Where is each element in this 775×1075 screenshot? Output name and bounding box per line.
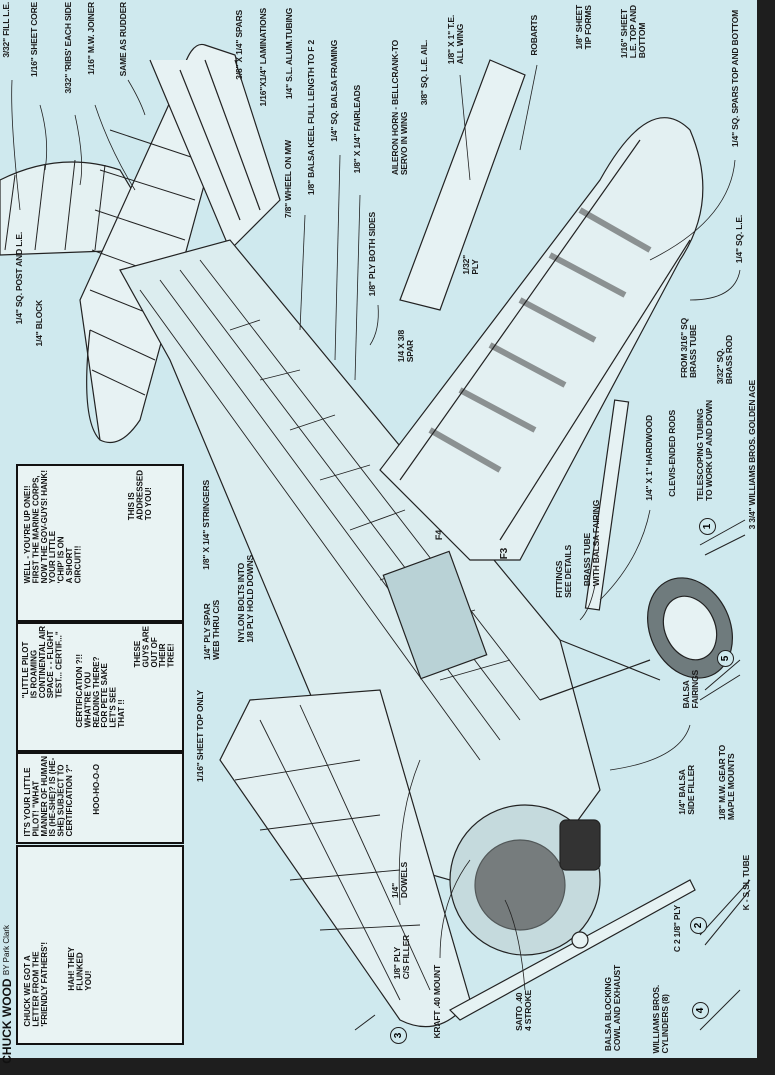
speech-bubble: "LITTLE PILOT IS ROAMING CONTINENTAL AIR…: [21, 626, 64, 699]
comic-panel-2: IT'S YOUR LITTLE PILOT! "WHAT MANNER OF …: [16, 752, 184, 844]
label-from-brass-tube: FROM 3/16" SQ BRASS TUBE: [679, 318, 698, 379]
label-clevis-rods: CLEVIS-ENDED RODS: [667, 410, 677, 497]
label-spars: 3/8" X 1/4" SPARS: [234, 10, 244, 80]
label-cs-filler: 1/8" PLY C/S FILLER: [392, 935, 411, 980]
label-spar-1-4x3-8: 1/4 X 3/8 SPAR: [396, 330, 415, 363]
label-balsa-fairings: BALSA FAIRINGS: [681, 670, 700, 709]
label-saito: SAITO .40 4 STROKE: [514, 990, 533, 1031]
label-laminations: 1/16"X1/4" LAMINATIONS: [258, 8, 268, 107]
detail-sketches: [354, 519, 751, 1031]
label-ply-1-32: 1/32" PLY: [461, 255, 480, 275]
detail-number-5: 5: [717, 650, 734, 667]
label-post-and-le: 1/4" SQ. POST AND L.E.: [14, 232, 24, 325]
label-block: 1/4" BLOCK: [34, 300, 44, 347]
comic-panel-4: WELL - YOU'RE UP ONE!! FIRST THE MARINE …: [16, 464, 184, 622]
propeller: [449, 879, 696, 1021]
label-ks-tube: K - S SL TUBE: [741, 855, 751, 911]
label-gear-maple: 1/8" M.W. GEAR TO MAPLE MOUNTS: [717, 745, 736, 821]
detail-number-4: 4: [692, 1002, 709, 1019]
comic-panel-1: CHUCK WE GOT A LETTER FROM THE 'FRIENDLY…: [16, 845, 184, 1045]
left-wing-drawing: [219, 689, 471, 1028]
label-te-all-wing: 1/8" X 1" T.E. ALL WING: [446, 15, 465, 65]
speech-bubble: THIS IS ADDRESSED TO YOU!: [127, 470, 153, 521]
label-sq-le-ail: 3/8" SQ. L.E. AIL.: [419, 40, 429, 106]
label-aileron-horn: AILERON HORN - BELLCRANK-TO SERVO IN WIN…: [390, 40, 409, 176]
stabilizer-drawing: [0, 43, 281, 444]
label-telescoping: TELESCOPING TUBING TO WORK UP AND DOWN: [695, 400, 714, 501]
label-fill-le: 3/32" FILL L.E.: [1, 2, 11, 58]
comic-byline: BY Park Clark: [2, 925, 11, 976]
speech-bubble: HOO-HO-O-O: [92, 764, 101, 815]
comic-title: CHUCK WOOD BY Park Clark: [0, 925, 14, 1064]
label-c2-ply: C 2 1/8" PLY: [672, 905, 682, 953]
label-williams-cylinders: WILLIAMS BROS. CYLINDERS (8): [651, 985, 670, 1054]
speech-bubble: THESE GUYS ARE OUT OF THEIR TREE!: [133, 626, 176, 668]
speech-bubble: CHUCK WE GOT A LETTER FROM THE 'FRIENDLY…: [23, 942, 49, 1027]
comic-panel-3: "LITTLE PILOT IS ROAMING CONTINENTAL AIR…: [16, 622, 184, 752]
label-balsa-framing: 1/4" SQ. BALSA FRAMING: [329, 40, 339, 142]
label-sq-spars-top-bottom: 1/4" SQ. SPARS TOP AND BOTTOM: [730, 10, 740, 148]
label-brass-rod: 3/32" SQ. BRASS ROD: [715, 335, 734, 385]
detail-number-1: 1: [699, 518, 716, 535]
label-fittings: FITTINGS SEE DETAILS: [554, 545, 573, 598]
label-f3: F3: [499, 548, 510, 560]
label-alum-tubing: 1/4" S.L. ALUM.TUBING: [284, 8, 294, 100]
label-robarts: ROBARTS: [529, 15, 539, 56]
label-mw-joiner: 1/16" M.W. JOINER: [86, 2, 96, 75]
label-sq-le: 1/4" SQ. L.E.: [734, 215, 744, 264]
label-ply-both-sides: 1/8" PLY BOTH SIDES: [367, 212, 377, 297]
speech-bubble: IT'S YOUR LITTLE PILOT! "WHAT MANNER OF …: [23, 756, 74, 837]
label-sheet-top-only: 1/16" SHEET TOP ONLY: [195, 690, 205, 782]
leader-lines: [11, 64, 741, 991]
speech-bubble: WELL - YOU'RE UP ONE!! FIRST THE MARINE …: [23, 470, 83, 584]
label-kraft-mount: KRAFT .40 MOUNT: [432, 965, 442, 1039]
label-fairleads: 1/8" X 1/4" FAIRLEADS: [352, 85, 362, 174]
detail-number-3: 3: [390, 1027, 407, 1044]
label-tip-forms: 1/8" SHEET TIP FORMS: [574, 5, 593, 50]
label-hardwood: 1/4" X 1" HARDWOOD: [644, 415, 654, 501]
label-wheel-on-mw: 7/8" WHEEL ON MW: [283, 140, 293, 219]
comic-title-text: CHUCK WOOD: [0, 978, 14, 1064]
speech-bubble: CERTIFICATION ?!! WHAT'RE YOU READING TH…: [75, 654, 126, 728]
label-dowels: 1/4" DOWELS: [390, 862, 409, 899]
comic-strip: CHUCK WE GOT A LETTER FROM THE 'FRIENDLY…: [16, 462, 184, 1046]
label-sheet-core: 1/16" SHEET CORE: [29, 2, 39, 77]
label-same-as-rudder: SAME AS RUDDER: [118, 2, 128, 77]
engine-drawing: [449, 804, 696, 1021]
label-balsa-keel: 1/8" BALSA KEEL FULL LENGTH TO F 2: [306, 40, 316, 196]
landing-gear-drawing: [539, 399, 733, 701]
airplane-cutaway-drawing: [0, 43, 751, 1031]
label-f4: F4: [434, 530, 444, 541]
label-balsa-blocking: BALSA BLOCKING COWL AND EXHAUST: [603, 965, 622, 1052]
right-wing-drawing: [379, 59, 704, 561]
label-brass-tube-fairing: BRASS TUBE WITH BALSA FAIRING: [582, 500, 601, 587]
label-nylon-bolts: NYLON BOLTS INTO 1/8 PLY HOLD DOWNS: [236, 555, 255, 643]
speech-bubble: HAH! THEY FLUNKED YOU!: [67, 947, 93, 991]
label-williams-golden-age: 3 3/4" WILLIAMS BROS. GOLDEN AGE: [747, 380, 757, 530]
plan-page: 3/32" FILL L.E. 1/16" SHEET CORE 3/32" '…: [0, 0, 757, 1064]
detail-number-2: 2: [690, 917, 707, 934]
label-ply-spar-web: 1/4" PLY SPAR WEB THRU C/S: [202, 600, 221, 660]
label-ribs-each-side: 3/32" 'RIBS' EACH SIDE: [63, 2, 73, 94]
label-stringers: 1/8" X 1/4" STRINGERS: [201, 480, 211, 570]
fuselage-drawing: [119, 239, 601, 901]
label-side-filler: 1/4" BALSA SIDE FILLER: [677, 765, 696, 815]
label-sheet-le: 1/16" SHEET L.E. TOP AND BOTTOM: [619, 5, 647, 59]
